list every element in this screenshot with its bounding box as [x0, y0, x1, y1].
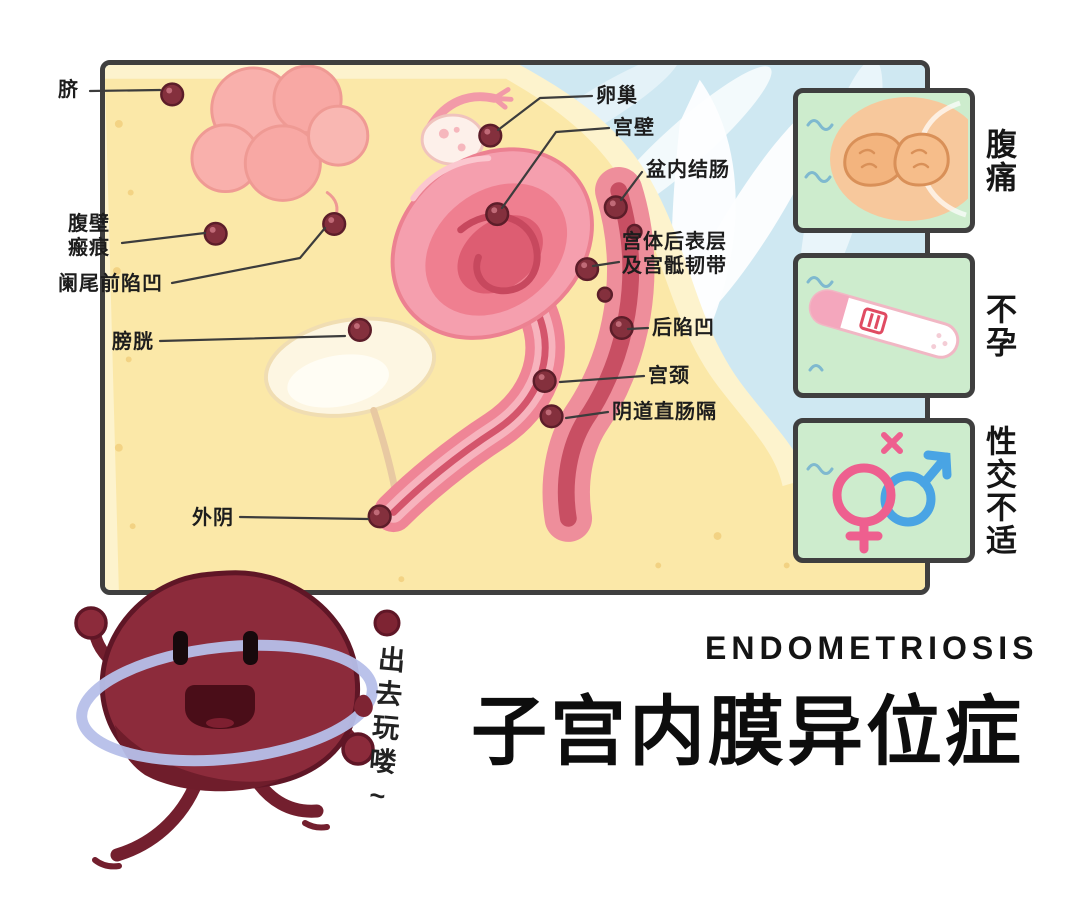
mascot-face: [173, 631, 258, 729]
symptom-row-abdominal-pain: 腹痛: [793, 88, 1028, 233]
symptom-row-dyspareunia: 性交不适: [793, 418, 1028, 563]
symptom-label-dyspareunia: 性交不适: [981, 424, 1016, 557]
symptom-label-abdominal-pain: 腹痛: [981, 127, 1016, 194]
rectum: [542, 167, 655, 542]
hoop-ring: [76, 639, 378, 767]
vagina: [373, 292, 565, 533]
label-navel: 脐: [58, 79, 79, 101]
label-vulva: 外阴: [192, 507, 234, 529]
label-abdominal-wall-scar: 腹壁 瘢痕: [68, 213, 110, 259]
male-symbol: [880, 450, 952, 527]
label-cervix: 宫颈: [648, 365, 690, 387]
intestines: [190, 65, 370, 220]
mascot-shading: [115, 725, 280, 792]
endometrium-mascot: [74, 570, 401, 870]
symptom-row-infertility: 不孕: [793, 253, 1028, 398]
abdominal-pain-box: [793, 88, 975, 233]
bladder-organ: [263, 316, 437, 512]
title-chinese: 子宫内膜异位症: [471, 690, 1024, 775]
label-rectovaginal-septum: 阴道直肠隔: [612, 401, 717, 423]
label-ovary: 卵巢: [596, 85, 638, 107]
hands-on-belly-icon: [804, 97, 968, 221]
female-symbol: [832, 463, 896, 554]
motion-lines: [92, 820, 330, 870]
dyspareunia-box: [793, 418, 975, 563]
gender-symbols-icon: [806, 432, 952, 554]
pregnancy-test-icon: [806, 276, 960, 372]
blood-droplets: [354, 609, 401, 717]
infertility-box: [793, 253, 975, 398]
cross-mark: [881, 432, 903, 454]
label-posterior-uterus: 宫体后表层 及宫骶韧带: [622, 231, 727, 277]
label-uterine-wall: 宫壁: [613, 117, 655, 139]
label-pre-appendix-pouch: 阑尾前陷凹: [58, 273, 163, 295]
label-pelvic-bowel: 盆内结肠: [646, 159, 730, 181]
implant-highlights: [166, 87, 622, 516]
symptom-label-infertility: 不孕: [981, 292, 1016, 359]
label-posterior-cul-de-sac: 后陷凹: [652, 317, 715, 339]
label-bladder: 膀胱: [112, 331, 154, 353]
title-english: ENDOMETRIOSIS: [705, 630, 1039, 666]
